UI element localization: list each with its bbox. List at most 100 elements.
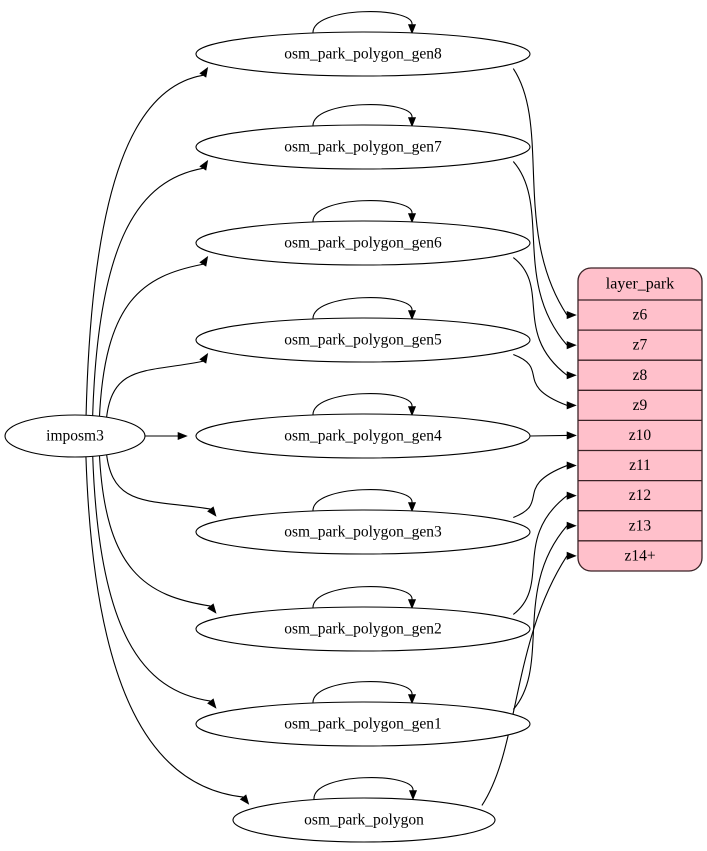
edge-arrowhead [199, 66, 209, 78]
node-label-osm_park_polygon_gen5: osm_park_polygon_gen5 [284, 332, 442, 349]
table-cell-label-z12: z12 [629, 487, 651, 504]
node-shape-osm_park_polygon_gen6 [195, 220, 531, 266]
edge-arrowhead [407, 502, 417, 513]
edge-arrowhead [407, 117, 417, 128]
edge-arrowhead [207, 506, 217, 517]
table-title-layer_park: layer_park [606, 276, 674, 293]
edge-arrowhead [566, 341, 577, 350]
node-shape-osm_park_polygon_gen2 [195, 606, 531, 652]
table-row-z12[interactable]: z12 [578, 481, 702, 511]
node-osm_park_polygon_gen1[interactable]: osm_park_polygon_gen1 [195, 701, 531, 747]
table-cell-label-z9: z9 [633, 397, 648, 414]
edge-imposm3-to-osm_park_polygon_gen1 [92, 454, 211, 702]
edge-arrowhead [407, 310, 417, 321]
table-row-z9[interactable]: z9 [578, 390, 702, 420]
edge-arrowhead [566, 431, 577, 440]
node-label-osm_park_polygon: osm_park_polygon [304, 812, 424, 829]
edge-osm_park_polygon-to-z14+ [481, 555, 568, 806]
table-row-z6[interactable]: z6 [578, 300, 702, 330]
table-row-z13[interactable]: z13 [578, 511, 702, 541]
edge-osm_park_polygon_gen6-to-z8 [512, 257, 568, 376]
self-loop-osm_park_polygon_gen5 [312, 297, 413, 320]
self-loop-osm_park_polygon_gen8 [312, 11, 413, 34]
node-shape-osm_park_polygon [232, 797, 496, 843]
table-row-z8[interactable]: z8 [578, 360, 702, 390]
edge-osm_park_polygon_gen4-to-z10 [529, 434, 568, 437]
table-cell-label-z8: z8 [633, 367, 648, 384]
table-layer: layer_park z6 z7 z8 z9 z10 z11 z12 z13 z14+ [577, 267, 703, 572]
node-osm_park_polygon_gen4[interactable]: osm_park_polygon_gen4 [195, 413, 531, 459]
self-loop-osm_park_polygon_gen1 [312, 681, 413, 704]
table-cell-label-z7: z7 [633, 337, 648, 354]
edge-arrowhead [408, 790, 418, 801]
table-cell-label-z10: z10 [629, 427, 652, 444]
node-shape-osm_park_polygon_gen7 [195, 124, 531, 170]
table-body-layer_park [577, 267, 703, 572]
node-osm_park_polygon_gen5[interactable]: osm_park_polygon_gen5 [195, 317, 531, 363]
edge-osm_park_polygon_gen8-to-z6 [512, 68, 568, 316]
edge-arrowhead [407, 694, 417, 705]
table-row-z11[interactable]: z11 [578, 451, 702, 481]
node-shape-osm_park_polygon_gen5 [195, 317, 531, 363]
node-label-osm_park_polygon_gen2: osm_park_polygon_gen2 [284, 621, 442, 638]
edge-osm_park_polygon_gen1-to-z13 [512, 525, 568, 710]
edge-osm_park_polygon_gen2-to-z12 [512, 495, 568, 615]
self-loop-osm_park_polygon_gen2 [312, 586, 413, 609]
node-label-osm_park_polygon_gen4: osm_park_polygon_gen4 [284, 428, 442, 445]
node-osm_park_polygon_gen2[interactable]: osm_park_polygon_gen2 [195, 606, 531, 652]
edge-arrowhead [407, 24, 417, 35]
edge-arrowhead [566, 491, 577, 500]
table-cell-label-z13: z13 [629, 517, 652, 534]
self-loop-osm_park_polygon_gen4 [312, 393, 413, 416]
edge-imposm3-to-osm_park_polygon [85, 456, 244, 798]
self-loop-osm_park_polygon_gen7 [312, 104, 413, 127]
node-osm_park_polygon_gen3[interactable]: osm_park_polygon_gen3 [195, 509, 531, 555]
edge-arrowhead [566, 401, 577, 410]
node-osm_park_polygon[interactable]: osm_park_polygon [232, 797, 496, 843]
node-osm_park_polygon_gen8[interactable]: osm_park_polygon_gen8 [195, 31, 531, 77]
edge-arrowhead [407, 599, 417, 610]
table-layer_park[interactable]: layer_park z6 z7 z8 z9 z10 z11 z12 z13 z14+ [577, 267, 703, 572]
node-shape-imposm3 [4, 414, 146, 458]
edge-arrowhead [239, 794, 250, 805]
node-osm_park_polygon_gen7[interactable]: osm_park_polygon_gen7 [195, 124, 531, 170]
edge-imposm3-to-osm_park_polygon_gen7 [92, 167, 204, 418]
node-label-osm_park_polygon_gen1: osm_park_polygon_gen1 [284, 716, 442, 733]
node-label-osm_park_polygon_gen7: osm_park_polygon_gen7 [284, 139, 442, 156]
self-loop-osm_park_polygon_gen3 [312, 489, 413, 512]
self-loop-osm_park_polygon [313, 777, 414, 800]
node-shape-osm_park_polygon_gen3 [195, 509, 531, 555]
edge-imposm3-to-osm_park_polygon_gen3 [105, 449, 211, 510]
edge-osm_park_polygon_gen3-to-z11 [513, 465, 568, 518]
edge-arrowhead [407, 213, 417, 224]
edge-arrowhead [199, 255, 209, 267]
node-shape-osm_park_polygon_gen1 [195, 701, 531, 747]
edge-arrowhead [207, 698, 217, 709]
edge-arrowhead [199, 159, 209, 171]
node-shape-osm_park_polygon_gen8 [195, 31, 531, 77]
edge-arrowhead [566, 461, 577, 470]
edge-imposm3-to-osm_park_polygon_gen6 [98, 263, 204, 421]
node-imposm3[interactable]: imposm3 [4, 414, 146, 458]
edge-osm_park_polygon_gen5-to-z9 [513, 354, 568, 406]
edge-imposm3-to-osm_park_polygon_gen5 [105, 360, 204, 423]
edge-arrowhead [407, 406, 417, 417]
table-row-z14+[interactable]: z14+ [578, 541, 702, 571]
edge-imposm3-to-osm_park_polygon_gen2 [98, 451, 211, 607]
table-cell-label-z14+: z14+ [624, 547, 655, 564]
table-row-z10[interactable]: z10 [578, 420, 702, 450]
edge-arrowhead [177, 431, 188, 441]
node-label-imposm3: imposm3 [46, 428, 104, 445]
edge-arrowhead [566, 371, 577, 380]
table-cell-label-z11: z11 [629, 457, 651, 474]
edge-arrowhead [566, 551, 577, 560]
table-row-z7[interactable]: z7 [578, 330, 702, 360]
node-shape-osm_park_polygon_gen4 [195, 413, 531, 459]
table-cell-label-z6: z6 [633, 307, 648, 324]
node-label-osm_park_polygon_gen3: osm_park_polygon_gen3 [284, 524, 442, 541]
node-osm_park_polygon_gen6[interactable]: osm_park_polygon_gen6 [195, 220, 531, 266]
edge-arrowhead [566, 521, 577, 530]
edge-arrowhead [199, 352, 209, 364]
